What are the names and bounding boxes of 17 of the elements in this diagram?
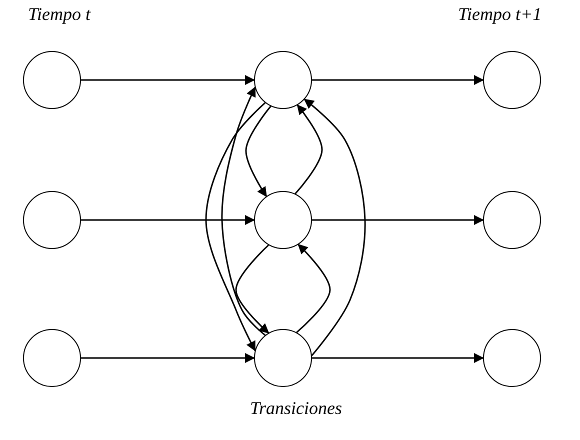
state-circle (254, 51, 312, 109)
arrow (235, 244, 270, 334)
arrow (245, 106, 272, 198)
arrow (221, 86, 266, 336)
arrow (296, 244, 331, 333)
arrow (81, 215, 255, 225)
arrow (312, 75, 484, 85)
heading-label: Tiempo t+1 (458, 4, 542, 25)
heading-label: Transiciones (250, 398, 342, 419)
arrow (294, 104, 323, 194)
arrow (312, 215, 484, 225)
arrow (304, 98, 366, 356)
arrow (205, 102, 266, 352)
arrow (81, 75, 255, 85)
heading-label: Tiempo t (28, 4, 91, 25)
arrow (312, 353, 484, 363)
arrow (81, 353, 255, 363)
